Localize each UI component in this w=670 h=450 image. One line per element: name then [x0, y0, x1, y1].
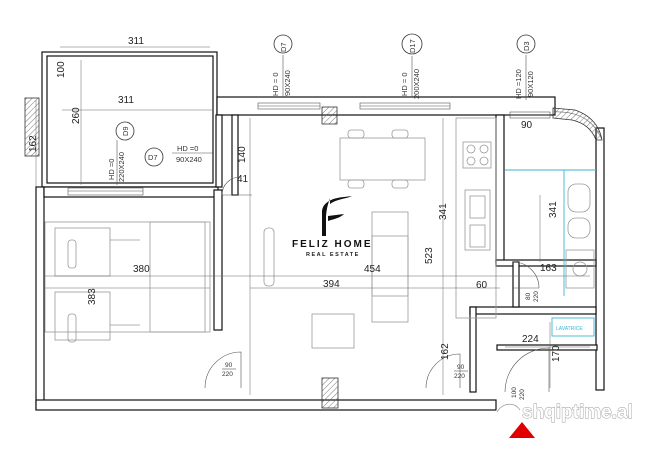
- dim-kitchen-depth: 523: [424, 247, 435, 264]
- kitchen-area: [263, 117, 497, 349]
- logo-mark-icon: [322, 196, 352, 236]
- d7-left-hd: HD =0: [177, 144, 198, 153]
- watermark: shqiptime.al: [495, 402, 633, 423]
- d17-code: D17: [408, 39, 417, 53]
- dim-bath-door-163: 163: [540, 263, 557, 274]
- door-size-labels: 90 220 90 220 80 220 100 220: [222, 291, 540, 400]
- curved-corner: [552, 107, 603, 141]
- d3-code: D3: [522, 41, 531, 51]
- dim-balcony-depth: 100: [56, 61, 67, 78]
- d9-code: D9: [121, 126, 130, 136]
- balcony-inner: [46, 55, 214, 184]
- logo-name: FELIZ HOME: [292, 239, 373, 250]
- logo-tagline: REAL ESTATE: [306, 252, 360, 258]
- door-swings: [204, 176, 550, 393]
- door-tag-d3: D3 HD =120 90X120: [514, 34, 536, 100]
- dim-hall-width: 224: [522, 334, 539, 345]
- washing-machine-closet: [551, 317, 595, 337]
- dim-living-width: 380: [133, 264, 150, 275]
- wall-pillar-top: [321, 106, 338, 125]
- door-tag-d9: D9 HD =0 220X240: [107, 121, 135, 185]
- dim-balcony-width: 311: [128, 36, 144, 47]
- dim-wall-left: 162: [28, 135, 39, 152]
- d3-hd: HD =120: [514, 69, 523, 99]
- door-tag-d17: D17 HD = 0 200X240: [400, 33, 423, 99]
- left-pillar: [24, 97, 40, 157]
- apartment-walls: [35, 96, 605, 411]
- dim-bath-height: 341: [548, 201, 559, 218]
- dim-wall-41: 41: [237, 174, 249, 185]
- door-tag-d7-top: D7 HD = 0 90X240: [271, 34, 293, 97]
- living-door-width: 90: [225, 362, 233, 369]
- closet-label: LAVATRICE: [556, 326, 583, 332]
- door-tag-d7-left: D7 HD =0 90X240: [144, 144, 214, 167]
- d7-top-code: D7: [279, 42, 288, 52]
- d7-left-code: D7: [148, 153, 158, 162]
- hall-door-height: 220: [454, 373, 465, 380]
- dim-corridor-60: 60: [476, 280, 488, 291]
- bath-door-height: 220: [533, 291, 540, 302]
- balcony-window: [43, 186, 219, 198]
- balcony: [35, 46, 218, 190]
- d7-top-size: 90X240: [283, 70, 292, 96]
- d7-left-size: 90X240: [176, 155, 202, 164]
- entrance-height: 220: [519, 389, 526, 400]
- dim-hall-162: 162: [440, 343, 451, 360]
- wall-pillar-bottom: [321, 377, 339, 409]
- d9-size: 220X240: [117, 152, 126, 182]
- dimension-lines: [44, 118, 590, 395]
- living-door-height: 220: [222, 371, 233, 378]
- watermark-text: shqiptime.al: [522, 402, 633, 423]
- d7-top-hd: HD = 0: [271, 72, 280, 96]
- living-room: [44, 221, 211, 343]
- dim-balcony-inner: 260: [71, 107, 82, 124]
- dim-kitchen-height: 341: [438, 203, 449, 220]
- dim-balcony-inner-width: 311: [118, 95, 134, 106]
- dim-wall-140: 140: [237, 146, 248, 163]
- d9-hd: HD =0: [107, 159, 116, 180]
- dim-bath-window: 90: [521, 120, 533, 131]
- top-windows: [257, 102, 551, 119]
- dimension-labels: 311 100 311 260 162 380 383 454 394 523 …: [28, 36, 562, 362]
- dim-kitchen-inner: 394: [323, 279, 340, 290]
- dim-kitchen-width: 454: [364, 264, 381, 275]
- d17-hd: HD = 0: [400, 72, 409, 96]
- hall-door-width: 90: [457, 364, 465, 371]
- bath-door-width: 80: [525, 292, 532, 300]
- logo: FELIZ HOME REAL ESTATE: [292, 196, 373, 258]
- entrance-arrow-icon: [509, 422, 535, 438]
- dim-living-depth: 383: [87, 288, 98, 305]
- entrance-width: 100: [511, 387, 518, 398]
- d17-size: 200X240: [412, 69, 421, 99]
- interior-walls: [213, 114, 598, 393]
- d3-size: 90X120: [526, 71, 535, 97]
- dim-hall-depth: 170: [551, 345, 562, 362]
